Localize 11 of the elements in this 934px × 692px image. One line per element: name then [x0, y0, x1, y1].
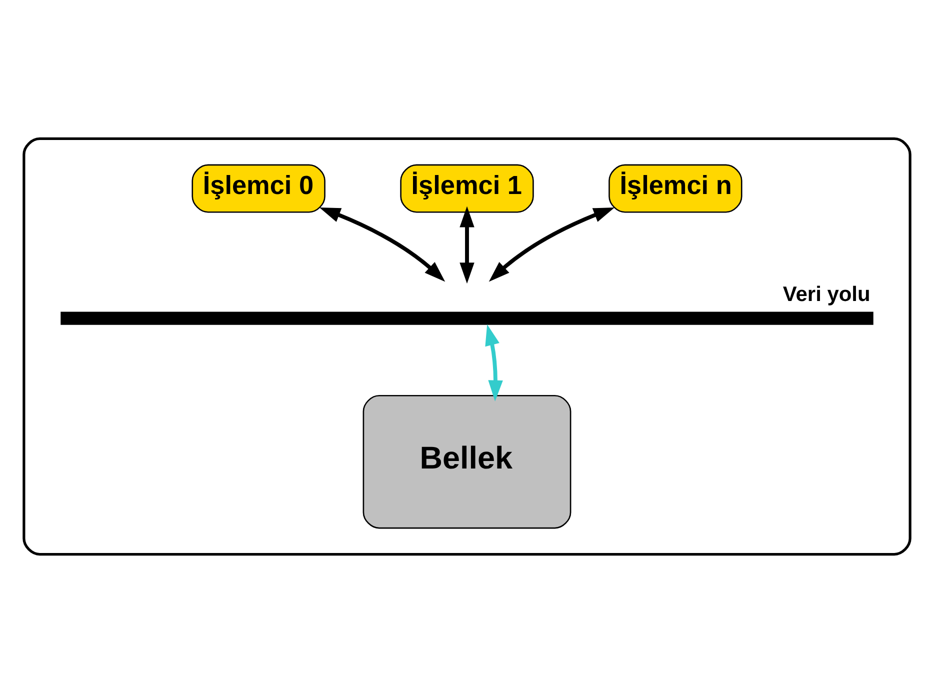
node-label: Veri yolu	[782, 282, 870, 306]
arrow	[485, 324, 503, 401]
arrow	[460, 206, 474, 284]
cluster	[22, 136, 912, 556]
node-box: İşlemci n	[608, 164, 742, 212]
arrow	[488, 206, 615, 282]
node-bar	[60, 311, 874, 324]
node-box: İşlemci 0	[192, 164, 326, 212]
node-box: Bellek	[362, 394, 572, 528]
node-box: İşlemci 1	[400, 164, 534, 212]
arrow	[319, 206, 446, 282]
